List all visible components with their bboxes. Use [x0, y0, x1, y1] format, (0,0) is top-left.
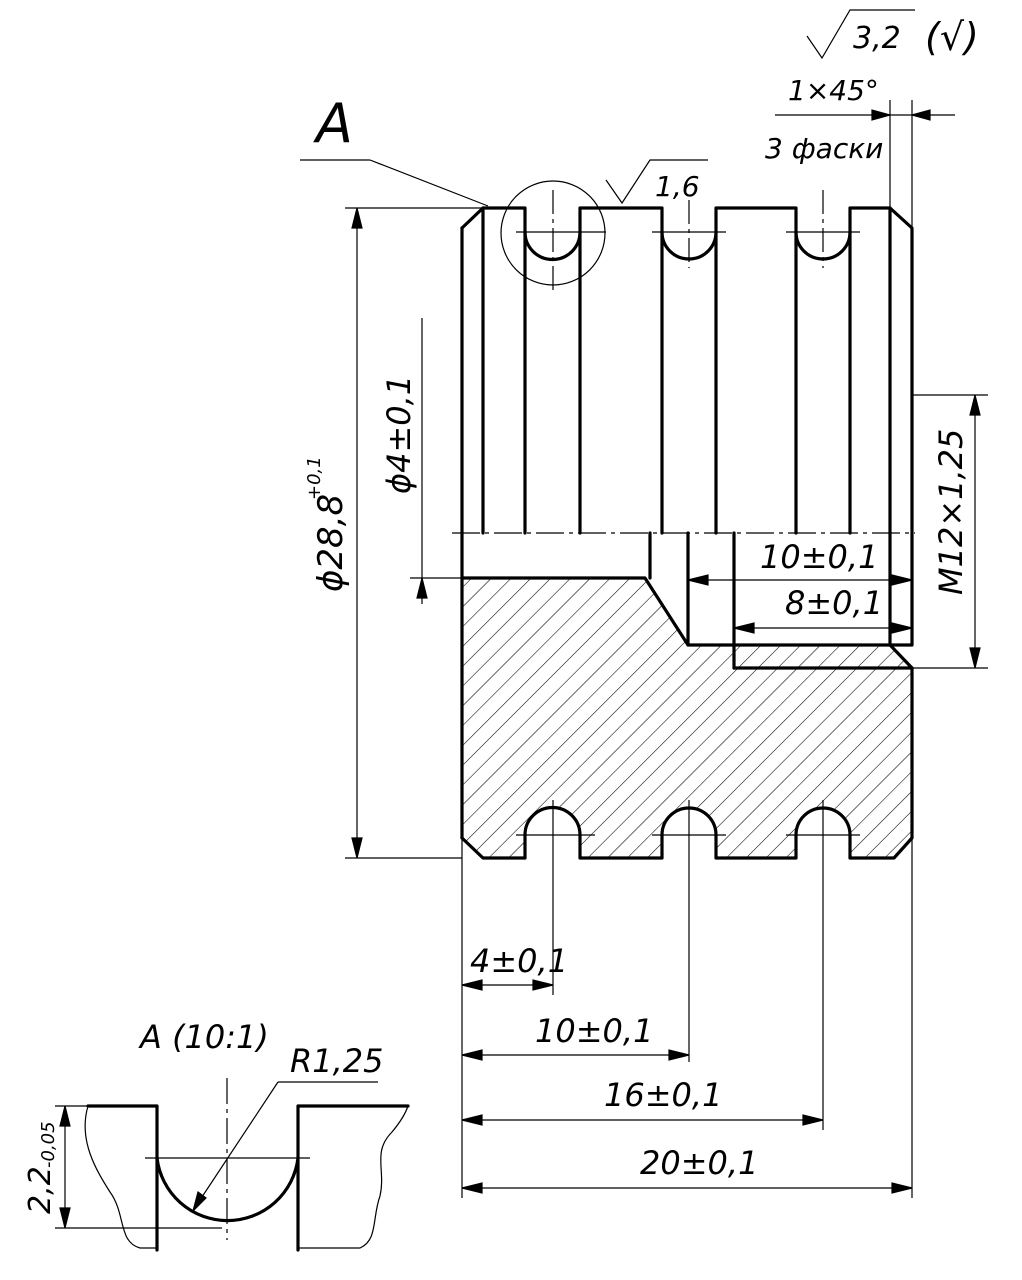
detail-break-outline — [84, 1105, 409, 1249]
hole-diameter-label: ϕ4±0,1 — [380, 375, 418, 494]
groove-pos-2-label: 10±0,1 — [535, 1012, 653, 1050]
dim-thread — [912, 394, 988, 669]
chamfer-size: 1×45° — [788, 74, 879, 107]
dim-groove-2 — [461, 1049, 690, 1061]
groove-pos-1-label: 4±0,1 — [470, 942, 568, 980]
detail-depth-label: 2,2 — [23, 1166, 58, 1214]
roughness-general-value: 3,2 — [853, 21, 901, 56]
chamfer-leader — [775, 100, 955, 228]
dim-bore-depth — [687, 574, 913, 586]
roughness-general-mark: (√) — [925, 15, 979, 59]
total-length-label: 20±0,1 — [640, 1144, 758, 1182]
dim-total-length — [461, 1182, 913, 1194]
detail-circle-A — [500, 180, 606, 286]
section-hatch — [462, 578, 912, 858]
detail-label: A (10:1) — [138, 1018, 269, 1056]
view-label-A: A — [313, 92, 353, 155]
thread-label: M12×1,25 — [932, 429, 970, 595]
outer-diameter-label: ϕ28,8 — [311, 494, 351, 592]
dim-outer-diameter — [345, 207, 483, 859]
thread-depth-label: 8±0,1 — [785, 584, 883, 622]
dim-hole-diameter — [410, 318, 462, 604]
dim-thread-depth — [733, 622, 913, 634]
outer-diameter-tol: +0,1 — [304, 456, 325, 500]
bore-depth-label: 10±0,1 — [760, 538, 878, 576]
part-outline — [460, 206, 914, 860]
detail-depth-tol: -0,05 — [38, 1121, 59, 1168]
detail-radius-label: R1,25 — [290, 1042, 383, 1080]
roughness-general-symbol — [806, 9, 915, 60]
dim-extension-lines — [461, 800, 913, 1198]
detail-leader-A — [300, 159, 489, 207]
chamfer-note: 3 фаски — [765, 132, 883, 165]
center-lines — [452, 190, 915, 836]
roughness-groove-value: 1,6 — [655, 170, 700, 203]
dim-groove-1 — [461, 979, 554, 991]
detail-depth-dim — [55, 1105, 222, 1229]
dim-groove-3 — [461, 1114, 824, 1126]
groove-pos-3-label: 16±0,1 — [604, 1076, 722, 1114]
detail-radius-leader — [191, 1081, 378, 1213]
roughness-groove-symbol — [605, 159, 708, 205]
